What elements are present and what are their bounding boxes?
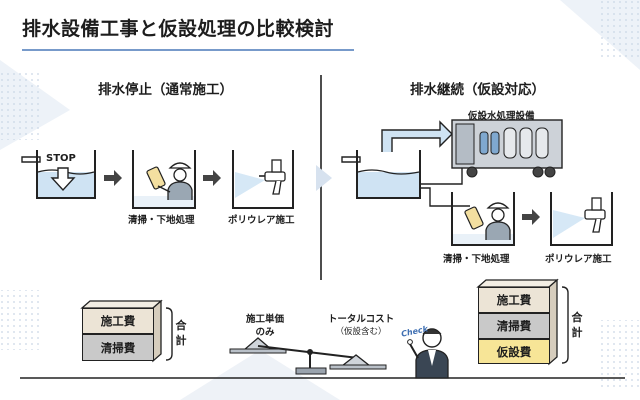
person-checking-icon: [407, 328, 449, 379]
left-cost-construction: 施工費: [82, 308, 154, 334]
spray-gun-icon: [259, 159, 286, 195]
right-total-label: 合計: [571, 311, 583, 339]
left-cost-cleaning: 清掃費: [82, 334, 154, 361]
left-step-coating-label: ポリウレア施工: [228, 215, 295, 226]
scale-left-label: 施工単価 のみ: [244, 313, 286, 339]
left-total-label: 合計: [175, 319, 187, 347]
arrow-right-icon: [522, 209, 540, 225]
arrow-right-icon: [104, 170, 122, 186]
worker-icon: [464, 202, 511, 240]
scale-left-line2: のみ: [255, 327, 275, 338]
right-section-heading: 排水継続（仮設対応）: [410, 82, 545, 98]
right-step-cleaning-label: 清掃・下地処理: [443, 254, 510, 265]
water-treatment-equipment: [451, 119, 563, 178]
scale-right-label: トータルコスト （仮設含む）: [326, 313, 396, 339]
page-title: 排水設備工事と仮設処理の比較検討: [22, 18, 335, 40]
spray-gun-icon: [584, 197, 606, 233]
equipment-label: 仮設水処理設備: [468, 111, 535, 122]
worker-icon: [146, 162, 193, 200]
left-step-cleaning-label: 清掃・下地処理: [128, 215, 195, 226]
right-step-coating-label: ポリウレア施工: [545, 254, 612, 265]
balance-scale-icon: [229, 337, 387, 375]
scale-right-line1: トータルコスト: [327, 314, 395, 325]
stop-label: STOP: [46, 153, 76, 164]
right-cost-construction: 施工費: [478, 287, 550, 313]
left-section-heading: 排水停止（通常施工）: [98, 82, 233, 98]
scale-right-line2: （仮設含む）: [335, 327, 387, 337]
right-cost-cleaning: 清掃費: [478, 313, 550, 339]
arrow-right-icon: [203, 170, 221, 186]
scale-left-line1: 施工単価: [245, 314, 284, 325]
stop-arrow-icon: [50, 167, 76, 192]
right-cost-temporary: 仮設費: [478, 339, 550, 364]
